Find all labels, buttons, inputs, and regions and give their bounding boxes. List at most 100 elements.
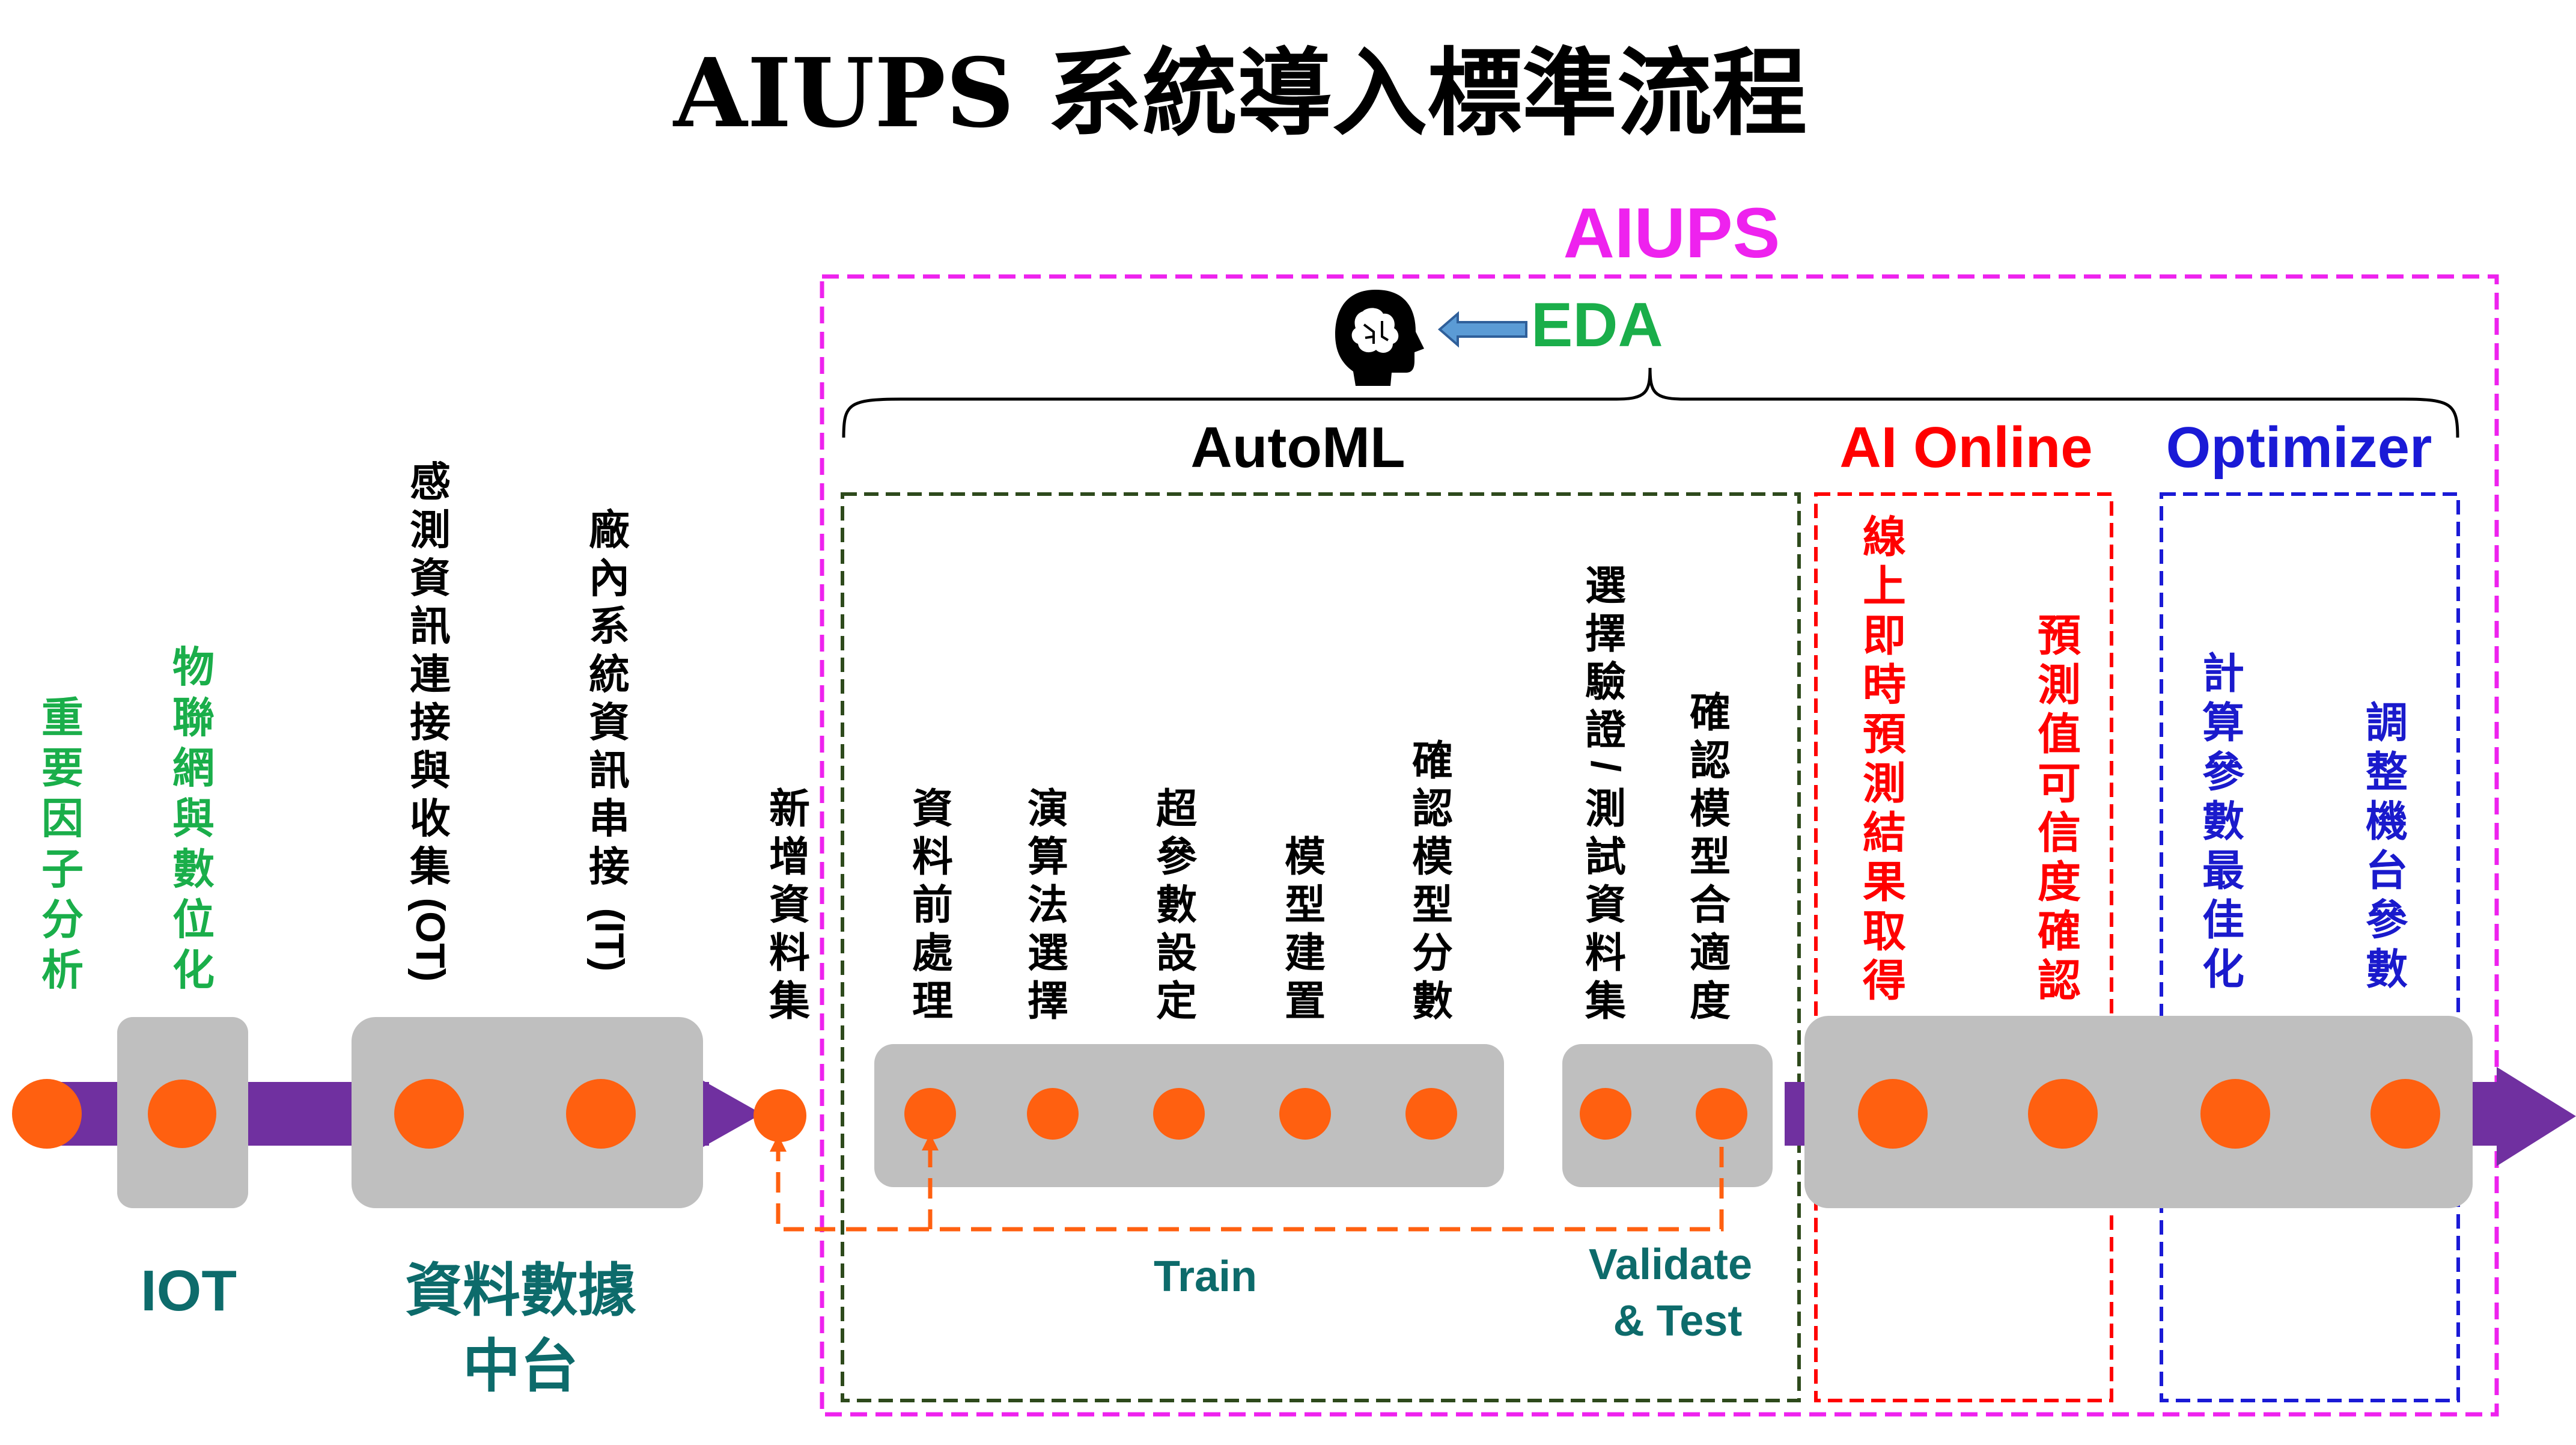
dot-param-optimize — [2200, 1079, 2270, 1149]
step-label-glyph: 測 — [1585, 786, 1626, 832]
dot-confidence — [2028, 1079, 2098, 1149]
step-label-glyph: 理 — [912, 979, 953, 1024]
data-platform-label-line1: 資料數據 — [405, 1259, 636, 1323]
automl-label: AutoML — [1190, 415, 1405, 480]
timeline-arrow-right-head — [2497, 1067, 2576, 1166]
step-label-glyph: 值 — [2038, 711, 2081, 759]
step-label-glyph: 分 — [41, 896, 84, 943]
step-label-glyph: 資 — [1585, 882, 1626, 928]
step-label-glyph: 可 — [2038, 760, 2081, 808]
step-label-glyph: 料 — [1585, 930, 1626, 976]
step-label-glyph: 數 — [1156, 882, 1197, 928]
step-label-glyph: 聯 — [172, 694, 215, 741]
aiups-frame — [820, 274, 2499, 1417]
aiups-label: AIUPS — [1564, 194, 1780, 273]
step-label-glyph: 認 — [2038, 958, 2081, 1006]
step-label-glyph: 適 — [1690, 930, 1731, 976]
step-label-glyph: 預 — [2038, 613, 2081, 661]
step-label-glyph: 型 — [1285, 882, 1326, 928]
step-label-glyph: 內 — [589, 556, 630, 602]
step-label-glyph: 認 — [1690, 738, 1731, 784]
step-label-glyph: 參 — [1156, 834, 1198, 880]
step-label-glyph: 統 — [589, 652, 630, 698]
data-platform-group-box — [352, 1017, 703, 1208]
dot-factory-it — [566, 1079, 636, 1149]
step-label-glyph: 析 — [41, 947, 84, 994]
step-label-glyph: 化 — [172, 947, 215, 994]
step-label-glyph: 測 — [410, 508, 451, 554]
step-label-glyph: 感 — [410, 460, 451, 506]
step-label-glyph: 演 — [1028, 786, 1068, 832]
step-label-glyph: 重 — [41, 694, 84, 741]
step-label-glyph: 集 — [769, 979, 810, 1024]
validate-label-line2: & Test — [1613, 1297, 1743, 1345]
step-label-glyph: 收 — [410, 796, 451, 842]
step-label-glyph: 數 — [2366, 946, 2408, 993]
dot-machine-adjust — [2370, 1079, 2440, 1149]
step-labels: 重要因子分析物聯網與數位化感測資訊連接與收集(OT)廠內系統資訊串接(IT)新增… — [41, 460, 2408, 1024]
step-label-glyph: 果 — [1863, 859, 1906, 907]
dot-iot-digitize — [148, 1080, 216, 1148]
timeline-dots — [12, 1079, 2440, 1149]
step-label-glyph: 數 — [1412, 979, 1453, 1024]
dot-hyperparam — [1153, 1088, 1205, 1140]
step-label-glyph: 訊 — [589, 748, 630, 794]
step-label-glyph: 增 — [769, 834, 810, 880]
step-label-glyph: 分 — [1412, 930, 1453, 976]
dot-model-build — [1279, 1088, 1331, 1140]
dot-algo-select — [1027, 1088, 1079, 1140]
dot-model-score — [1405, 1088, 1457, 1140]
feedback-arrowhead-dataset — [770, 1135, 787, 1152]
step-label-glyph: 擇 — [1028, 979, 1068, 1024]
step-label-glyph: 資 — [589, 700, 630, 746]
feedback-arrowhead-preprocess — [922, 1134, 939, 1150]
step-label-glyph: 處 — [912, 930, 953, 976]
step-label-glyph: 佳 — [2202, 897, 2244, 944]
step-label-glyph: (OT) — [407, 898, 453, 982]
step-label-glyph: 置 — [1285, 979, 1326, 1024]
step-label-glyph: 時 — [1863, 662, 1906, 710]
step-label-glyph: 新 — [769, 786, 810, 832]
step-label-glyph: 度 — [2038, 859, 2081, 907]
step-label-glyph: 參 — [2366, 897, 2408, 944]
step-label-glyph: 資 — [410, 556, 451, 602]
step-label-glyph: 設 — [1156, 930, 1197, 976]
step-label-glyph: 結 — [1863, 810, 1906, 858]
step-label-glyph: 得 — [1863, 958, 1906, 1006]
step-label-glyph: 測 — [1863, 760, 1906, 808]
step-label-glyph: 模 — [1285, 834, 1326, 880]
step-label-glyph: 與 — [410, 748, 451, 794]
step-label-glyph: 度 — [1690, 979, 1731, 1024]
step-label-glyph: (IT) — [586, 908, 632, 972]
step-label-glyph: 確 — [1412, 738, 1453, 784]
step-label-glyph: 串 — [589, 796, 630, 842]
validate-label-line1: Validate — [1589, 1241, 1752, 1289]
step-label-glyph: 要 — [41, 745, 84, 792]
ai-online-frame — [1814, 492, 2113, 1402]
step-label-glyph: 因 — [41, 795, 84, 842]
step-label-glyph: 最 — [2202, 848, 2244, 894]
step-label-glyph: 模 — [1690, 786, 1731, 832]
step-label-glyph: 資 — [912, 786, 953, 832]
dot-sensor-ot — [394, 1079, 464, 1149]
step-label-glyph: 建 — [1285, 930, 1326, 976]
step-label-glyph: 取 — [1863, 908, 1906, 956]
step-label-glyph: 數 — [2202, 798, 2244, 845]
step-label-glyph: 選 — [1028, 930, 1068, 976]
step-label-glyph: 即 — [1863, 613, 1906, 661]
dot-add-dataset — [754, 1089, 806, 1142]
step-label-glyph: 物 — [172, 644, 215, 691]
step-label-glyph: 位 — [172, 896, 215, 943]
train-label: Train — [1154, 1253, 1257, 1301]
